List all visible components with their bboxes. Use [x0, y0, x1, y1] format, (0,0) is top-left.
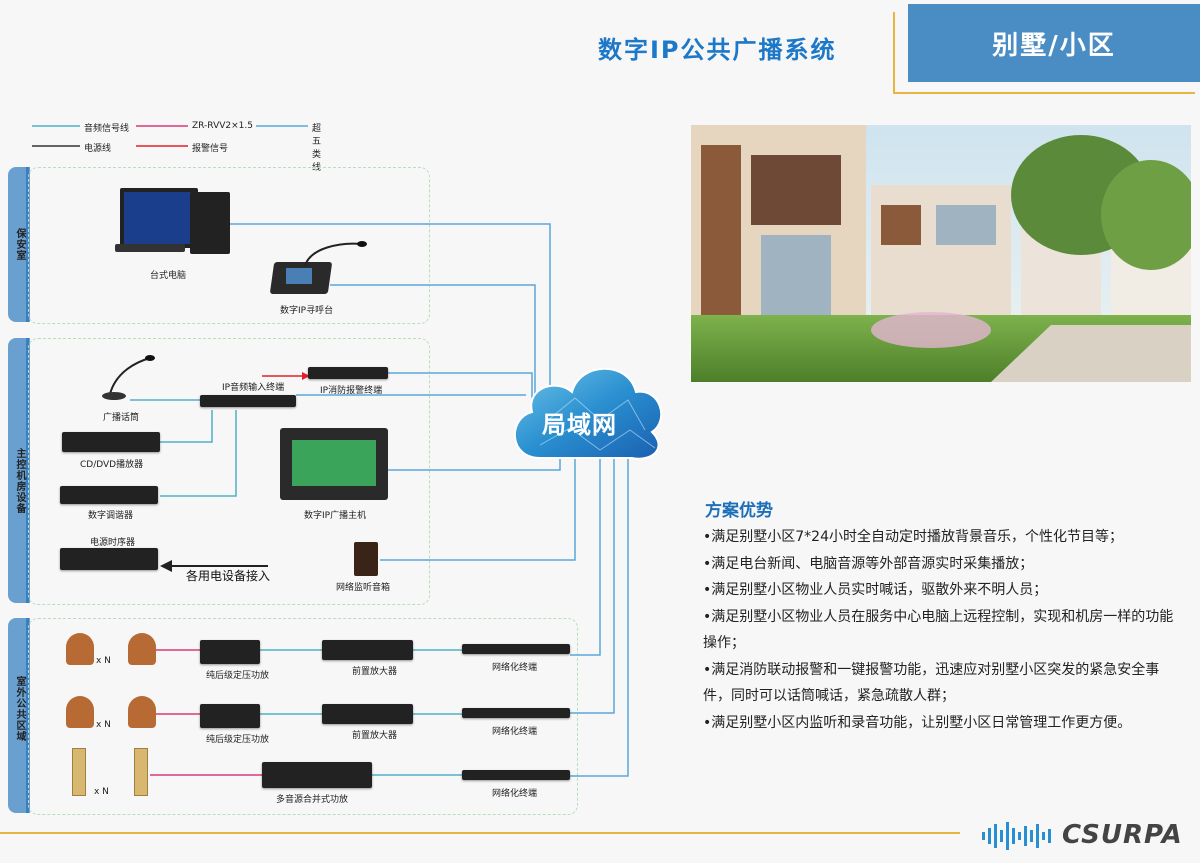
section-tab-border [26, 618, 29, 813]
preamp1-label: 前置放大器 [352, 667, 398, 677]
tuner-label: 数字调谐器 [88, 511, 134, 521]
power-note: 各用电设备接入 [186, 569, 271, 583]
brand-logo: CSURPA [1062, 820, 1183, 850]
villa-photo [691, 125, 1191, 382]
paging-console-screen [286, 268, 312, 284]
villa-illustration [691, 125, 1191, 382]
rock-speaker-icon [66, 696, 94, 728]
legend-rvv: ZR-RVV2×1.5 [192, 121, 253, 131]
advantage-item: •满足别墅小区内监听和录音功能，让别墅小区日常管理工作更方便。 [703, 714, 1132, 731]
ip-audio-input-label: IP音频输入终端 [222, 383, 285, 393]
power-sequencer [60, 548, 158, 570]
mixer-amplifier [262, 762, 372, 788]
desktop-pc-label: 台式电脑 [150, 271, 187, 281]
legend-cat5: 超五类线 [312, 124, 322, 173]
pre-amplifier [322, 640, 413, 660]
network-terminal [462, 708, 570, 718]
column-speaker-icon [134, 748, 148, 796]
ip-host-screen [292, 440, 376, 486]
quantity-xn: x N [96, 656, 111, 666]
outdoor-area [28, 618, 578, 815]
section-label-machine-room: 主控机房设备 [14, 448, 25, 514]
legend-alarm: 报警信号 [192, 144, 229, 154]
power-sequencer-label: 电源时序器 [90, 538, 136, 548]
advantage-item: •满足电台新闻、电脑音源等外部音源实时采集播放； [703, 555, 1034, 572]
legend-power: 电源线 [84, 144, 112, 154]
section-tab-machine-room [8, 338, 30, 603]
machine-room-area [28, 338, 430, 605]
section-tab-outdoor [8, 618, 30, 813]
pc-tower-icon [190, 192, 230, 254]
rock-speaker-icon [128, 696, 156, 728]
column-speaker-icon [72, 748, 86, 796]
legend-audio: 音频信号线 [84, 124, 130, 134]
gooseneck-mic-icon [304, 241, 367, 267]
advantages-list: •满足别墅小区7*24小时全自动定时播放背景音乐，个性化节目等； •满足电台新闻… [703, 524, 1183, 736]
security-room-area [28, 167, 430, 324]
pre-amplifier [322, 704, 413, 724]
lan-cloud-icon [514, 367, 663, 460]
advantage-item: •满足别墅小区7*24小时全自动定时播放背景音乐，个性化节目等； [703, 529, 1123, 545]
section-tab-border [26, 167, 29, 322]
mixer-amp-label: 多音源合并式功放 [276, 795, 349, 805]
network-terminal [462, 770, 570, 780]
preamp2-label: 前置放大器 [352, 731, 398, 741]
cd-dvd-player-label: CD/DVD播放器 [80, 460, 144, 470]
fire-alarm-terminal-label: IP消防报警终端 [320, 386, 383, 396]
cd-dvd-player [62, 432, 160, 452]
rock-speaker-icon [66, 633, 94, 665]
section-label-outdoor: 室外公共区域 [14, 676, 25, 742]
advantages-title: 方案优势 [705, 501, 773, 521]
soundwave-logo-icon [982, 822, 1051, 850]
fire-alarm-terminal [308, 367, 388, 379]
broadcast-mic-icon [102, 355, 155, 400]
section-label-security: 保安室 [14, 228, 25, 261]
desktop-monitor-icon [120, 188, 198, 248]
keyboard-icon [115, 244, 185, 252]
advantage-item: •满足别墅小区物业人员实时喊话，驱散外来不明人员； [703, 582, 1048, 598]
ip-host-label: 数字IP广播主机 [304, 511, 367, 521]
power-amplifier [200, 640, 260, 664]
digital-tuner [60, 486, 158, 504]
title-frame-decoration [893, 12, 1195, 94]
scene-title-box: 别墅/小区 [908, 4, 1200, 82]
page-title: 数字IP公共广播系统 [598, 36, 837, 64]
net-terminal3-label: 网络化终端 [492, 789, 538, 799]
amp2-label: 纯后级定压功放 [206, 735, 270, 745]
monitor-speaker-icon [354, 542, 378, 576]
net-terminal2-label: 网络化终端 [492, 727, 538, 737]
quantity-xn: x N [96, 720, 111, 730]
section-tab-security [8, 167, 30, 322]
rock-speaker-icon [128, 633, 156, 665]
power-amplifier [200, 704, 260, 728]
advantage-item: •满足别墅小区物业人员在服务中心电脑上远程控制，实现和机房一样的功能操作； [703, 608, 1174, 652]
ip-audio-input-terminal [200, 395, 296, 407]
monitor-speaker-label: 网络监听音箱 [336, 583, 391, 593]
legend: 音频信号线 ZR-RVV2×1.5 超五类线 电源线 报警信号 [30, 120, 321, 173]
quantity-xn: x N [94, 787, 109, 797]
lan-label: 局域网 [542, 411, 617, 439]
footer-line [0, 832, 960, 834]
section-tab-border [26, 338, 29, 603]
amp1-label: 纯后级定压功放 [206, 671, 270, 681]
advantage-item: •满足消防联动报警和一键报警功能，迅速应对别墅小区突发的紧急安全事件，同时可以话… [703, 661, 1160, 705]
paging-console-label: 数字IP寻呼台 [280, 306, 334, 316]
scene-title: 别墅/小区 [992, 30, 1116, 61]
network-terminal [462, 644, 570, 654]
net-terminal1-label: 网络化终端 [492, 663, 538, 673]
mic-label: 广播话筒 [103, 413, 140, 423]
